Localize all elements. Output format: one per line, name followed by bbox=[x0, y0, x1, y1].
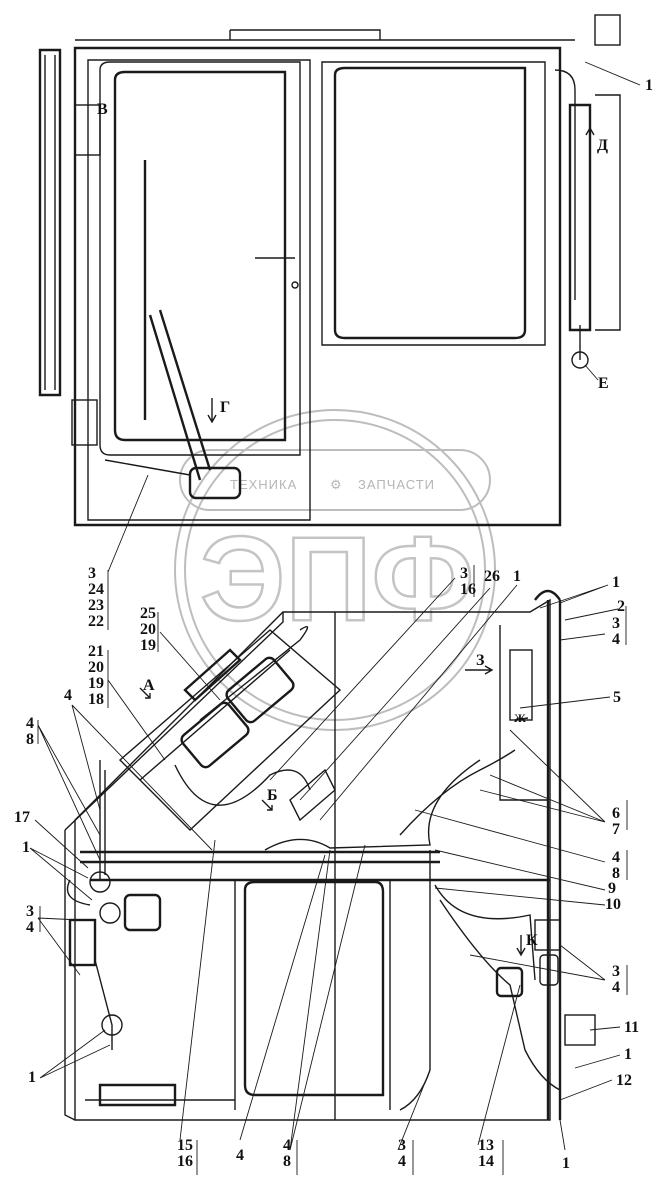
callout-label: 4 bbox=[26, 715, 34, 732]
callout-label: 17 bbox=[14, 809, 30, 826]
callout-label: 4 bbox=[398, 1153, 406, 1170]
callout-label: 1 bbox=[22, 839, 30, 856]
callout-label: 3 bbox=[612, 615, 620, 632]
callout-label: 16 bbox=[177, 1153, 193, 1170]
watermark-text-left: ТЕХНИКА bbox=[230, 477, 297, 492]
callout-label: 1 bbox=[624, 1046, 632, 1063]
callout-label: 22 bbox=[88, 613, 104, 630]
callout-label: Ж bbox=[514, 711, 526, 725]
callout-label: 12 bbox=[616, 1072, 632, 1089]
callout-label: 8 bbox=[26, 731, 34, 748]
callout-label: 3 bbox=[88, 565, 96, 582]
callout-label: 19 bbox=[88, 675, 104, 692]
callout-label: 1 bbox=[612, 574, 620, 591]
callout-label: 24 bbox=[88, 581, 104, 598]
callout-label: 15 bbox=[177, 1137, 193, 1154]
callout-1-top: 1 bbox=[645, 77, 653, 94]
callout-label: 18 bbox=[88, 691, 104, 708]
callout-label: А bbox=[143, 677, 155, 694]
callout-label: 6 bbox=[612, 805, 620, 822]
callout-label: 26 bbox=[484, 568, 500, 585]
callout-label: Б bbox=[267, 787, 278, 804]
callout-label: 19 bbox=[140, 637, 156, 654]
view-label-d: Д bbox=[597, 137, 608, 154]
view-label-v: В bbox=[97, 101, 108, 118]
callout-label: К bbox=[526, 932, 538, 949]
callout-label: 10 bbox=[605, 896, 621, 913]
callout-label: 2 bbox=[617, 598, 625, 615]
callout-label: 1 bbox=[562, 1155, 570, 1172]
watermark-logo: ЭПФ bbox=[200, 512, 474, 646]
callout-label: 9 bbox=[608, 880, 616, 897]
callout-label: 11 bbox=[624, 1019, 639, 1036]
callout-label: 16 bbox=[460, 581, 476, 598]
bottom-view-callouts: 3 16 26 1 1 2 3 4 З 5 Ж 6 7 4 8 9 10 К 3… bbox=[14, 565, 639, 1172]
callout-label: 21 bbox=[88, 643, 104, 660]
watermark-text-right: ЗАПЧАСТИ bbox=[358, 477, 435, 492]
callout-label: 1 bbox=[28, 1069, 36, 1086]
callout-label: 5 bbox=[613, 689, 621, 706]
callout-label: 7 bbox=[612, 821, 620, 838]
callout-label: 1 bbox=[513, 568, 521, 585]
callout-label: 4 bbox=[283, 1137, 291, 1154]
cab-front-view bbox=[38, 14, 641, 630]
cab-wiring-view bbox=[29, 565, 628, 1175]
callout-label: 4 bbox=[64, 687, 72, 704]
callout-label: 4 bbox=[26, 919, 34, 936]
callout-label: 3 bbox=[26, 903, 34, 920]
callout-label: 20 bbox=[140, 621, 156, 638]
view-label-e: Е bbox=[598, 375, 609, 392]
callout-label: 4 bbox=[612, 631, 620, 648]
callout-label: 4 bbox=[612, 849, 620, 866]
callout-stack-3-24-23-22: 3 24 23 22 bbox=[88, 565, 104, 630]
callout-label: 13 bbox=[478, 1137, 494, 1154]
callout-label: 20 bbox=[88, 659, 104, 676]
callout-label: 4 bbox=[612, 979, 620, 996]
view-label-g: Г bbox=[220, 399, 230, 416]
callout-label: 4 bbox=[236, 1147, 244, 1164]
callout-label: 8 bbox=[283, 1153, 291, 1170]
callout-label: 3 bbox=[398, 1137, 406, 1154]
callout-label: 23 bbox=[88, 597, 104, 614]
watermark: ТЕХНИКА ⚙ ЗАПЧАСТИ ЭПФ bbox=[174, 409, 496, 731]
callout-label: 3 bbox=[612, 963, 620, 980]
callout-label: 25 bbox=[140, 605, 156, 622]
callout-label: 3 bbox=[460, 565, 468, 582]
callout-label: 8 bbox=[612, 865, 620, 882]
callout-label: З bbox=[476, 652, 485, 669]
gear-icon: ⚙ bbox=[330, 477, 343, 492]
callout-label: 14 bbox=[478, 1153, 494, 1170]
